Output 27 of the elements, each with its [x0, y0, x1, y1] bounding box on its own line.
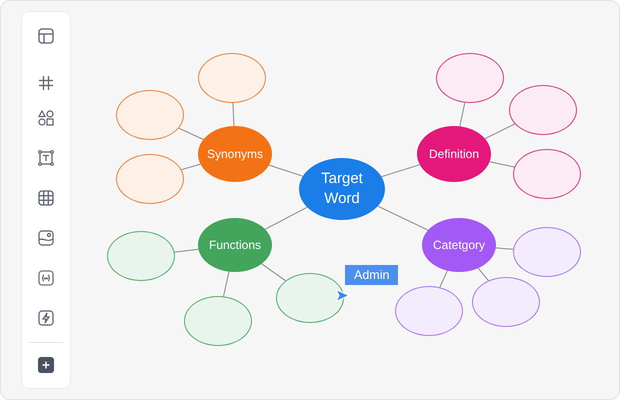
connector-line [181, 164, 201, 170]
topic-label: Definition [428, 146, 480, 162]
connector-line [377, 206, 429, 231]
topic-label: Functions [208, 237, 262, 253]
connector-line [232, 102, 234, 126]
empty-bubble [276, 273, 344, 323]
empty-bubble [116, 90, 184, 140]
connector-line [495, 247, 514, 250]
connector-line [264, 206, 308, 230]
connector-line [381, 164, 420, 178]
topic-bubble [198, 218, 272, 272]
connector-line [459, 102, 466, 127]
topic-bubble [422, 218, 496, 272]
connector-line [478, 268, 489, 282]
topic-label: Synonyms [206, 146, 264, 162]
connector-line [268, 164, 304, 177]
connector-line [174, 248, 199, 253]
connector-line [489, 161, 515, 168]
connector-line [484, 123, 516, 140]
empty-bubble [509, 85, 577, 135]
user-name-tag: Admin [345, 265, 398, 285]
connector-line [261, 263, 286, 282]
connector-line [439, 270, 448, 288]
topic-label: Catetgory [432, 237, 486, 253]
topic-label: Target Word [320, 169, 364, 209]
connector-line [178, 128, 204, 140]
connector-line [223, 271, 230, 297]
